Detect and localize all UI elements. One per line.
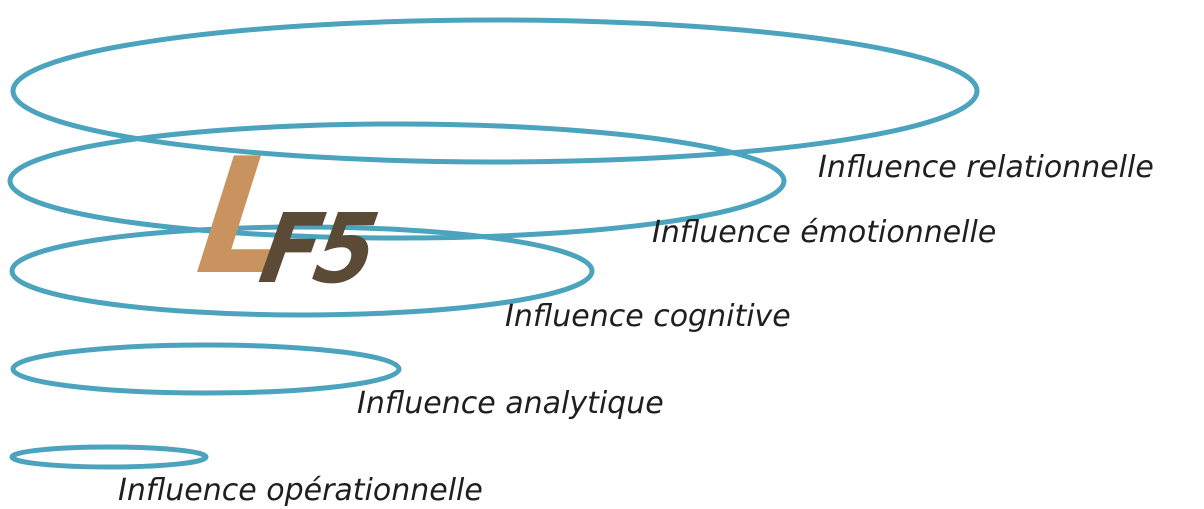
label-cognitive: Influence cognitive bbox=[505, 299, 791, 334]
ring-cognitive bbox=[9, 224, 595, 318]
label-emotionnelle: Influence émotionnelle bbox=[652, 215, 997, 250]
ring-operationnelle bbox=[9, 444, 209, 470]
lf5-logo: L F5 bbox=[189, 123, 383, 310]
logo-mark-f5: F5 bbox=[252, 193, 381, 305]
ring-analytique bbox=[10, 342, 402, 396]
label-operationnelle: Influence opérationnelle bbox=[118, 473, 483, 508]
label-relationnelle: Influence relationnelle bbox=[818, 150, 1154, 185]
ring-relationnelle bbox=[10, 17, 980, 165]
label-analytique: Influence analytique bbox=[357, 386, 664, 421]
ring-emotionnelle bbox=[7, 121, 787, 241]
